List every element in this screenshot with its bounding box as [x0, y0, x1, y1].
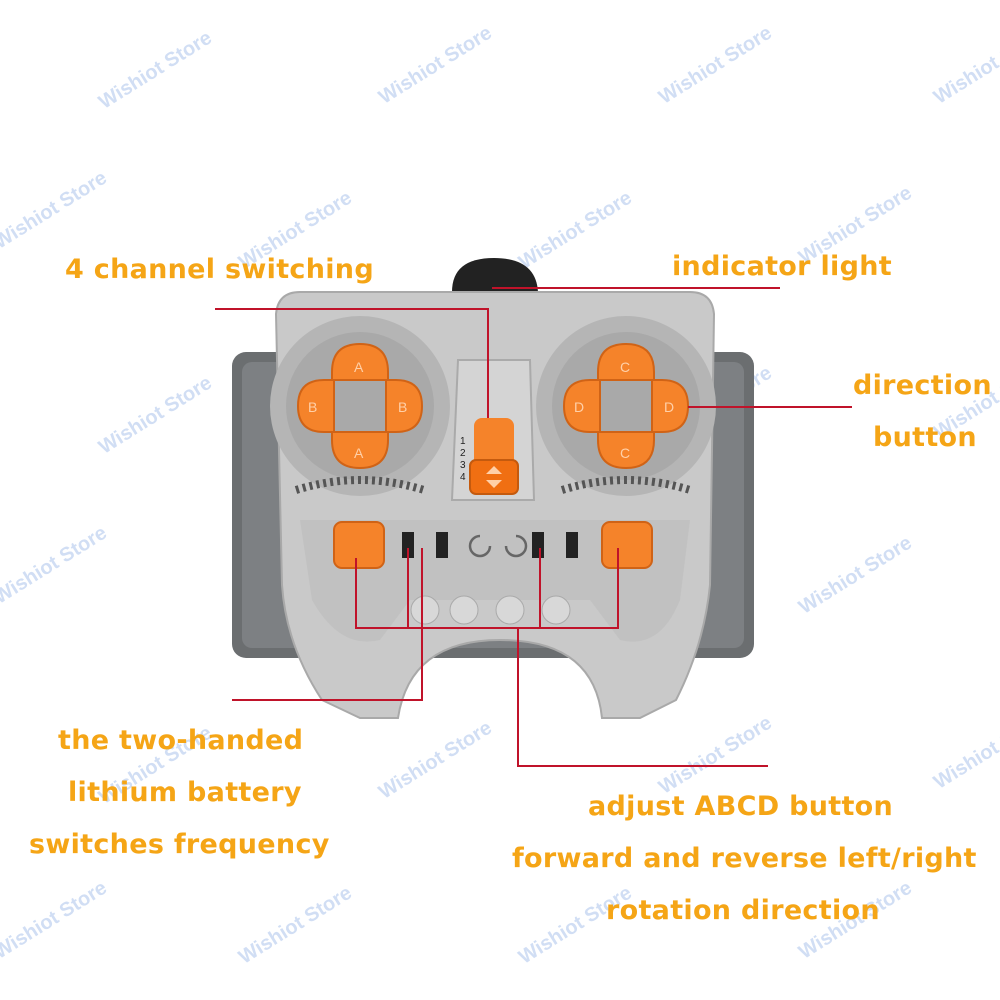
left-pad-base	[286, 332, 434, 480]
switch	[402, 532, 414, 558]
label-forward-reverse: forward and reverse left/right	[512, 843, 977, 874]
label-indicator-light: indicator light	[672, 251, 892, 282]
left-speed-arc	[294, 476, 426, 494]
round-button	[410, 595, 440, 625]
svg-text:C: C	[620, 445, 630, 461]
right-button-up: C	[597, 342, 655, 381]
label-lithium-battery: lithium battery	[68, 777, 302, 808]
switch	[566, 532, 578, 558]
callout-lines	[215, 287, 852, 767]
remote-lower-face	[300, 520, 690, 642]
svg-text:C: C	[620, 359, 630, 375]
channel-number: 1	[460, 436, 466, 447]
switch	[436, 532, 448, 558]
label-adjust-abcd: adjust ABCD button	[588, 791, 894, 822]
round-button	[495, 595, 525, 625]
svg-text:A: A	[354, 445, 364, 461]
channel-number: 2	[460, 448, 466, 459]
label-switches-frequency: switches frequency	[29, 829, 330, 860]
callout-adjust	[355, 548, 619, 629]
right-speed-arc	[560, 476, 692, 494]
label-direction: direction	[853, 370, 992, 401]
rotate-cw-icon	[504, 534, 528, 558]
left-square-button	[333, 521, 385, 569]
channel-slider-knob	[469, 459, 519, 495]
right-button-right: D	[651, 379, 690, 433]
rotate-ccw-icon	[468, 534, 492, 558]
slider-arrow-icon	[486, 466, 502, 488]
left-button-down: A	[331, 431, 389, 470]
callout-channel	[215, 308, 489, 418]
svg-text:D: D	[574, 399, 584, 415]
svg-text:A: A	[354, 359, 364, 375]
svg-text:B: B	[308, 399, 317, 415]
right-button-left: D	[562, 379, 601, 433]
right-button-down: C	[597, 431, 655, 470]
left-button-left: B	[296, 379, 335, 433]
callout-battery	[232, 548, 423, 701]
label-button: button	[873, 422, 977, 453]
svg-text:B: B	[398, 399, 407, 415]
channel-number: 3	[460, 460, 466, 471]
left-button-up: A	[331, 342, 389, 381]
label-channel-switching: 4 channel switching	[65, 254, 374, 285]
round-button	[541, 595, 571, 625]
channel-number: 4	[460, 472, 466, 483]
label-two-handed: the two-handed	[58, 725, 304, 756]
right-square-button	[601, 521, 653, 569]
right-pad-base	[552, 332, 700, 480]
svg-text:D: D	[664, 399, 674, 415]
callout-adjust-down	[517, 628, 768, 767]
switch	[532, 532, 544, 558]
label-rotation-direction: rotation direction	[606, 895, 880, 926]
round-button	[449, 595, 479, 625]
left-button-right: B	[385, 379, 424, 433]
